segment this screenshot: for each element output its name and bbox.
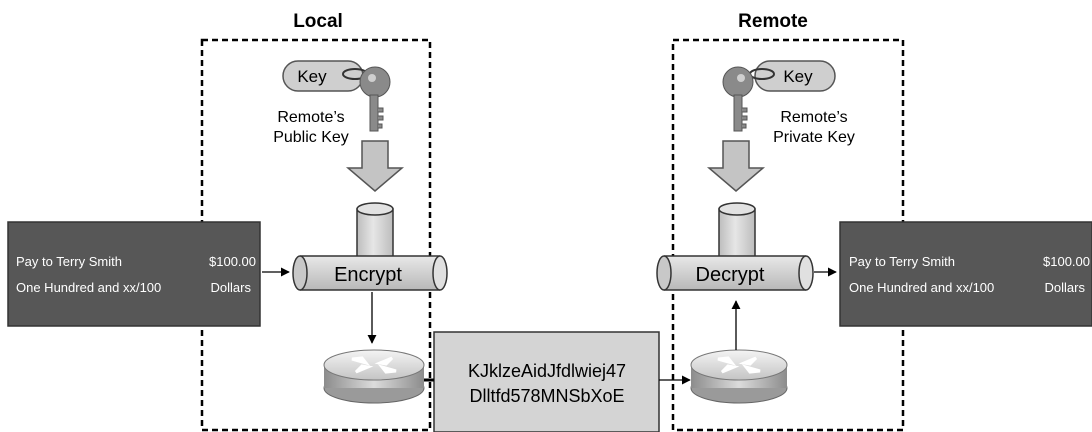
right-check-currency: Dollars [1045,280,1086,295]
decrypt-label: Decrypt [696,264,765,286]
key-head [722,66,754,98]
public-key-caption-line1: Remote’s [277,109,344,126]
remote-key-arrow [706,140,766,192]
left-check-written-amount: One Hundred and xx/100 [16,280,161,295]
right-check-written-amount: One Hundred and xx/100 [849,280,994,295]
local-key-arrow [345,140,405,192]
remote-router-icon [690,349,788,404]
key-shaft [733,94,743,132]
right-check-amount: $100.00 [1043,254,1090,269]
left-check-payee: Pay to Terry Smith [16,254,122,269]
key-tag-label: Key [297,67,327,86]
key-tag-label: Key [783,67,813,86]
ciphertext-line2: Dlltfd578MNSbXoE [469,386,624,406]
encrypt-pipe [292,255,448,291]
right-check [839,221,1092,327]
local-router-icon [323,349,425,404]
ciphertext-line1: KJklzeAidJfdlwiej47 [468,361,626,381]
encrypt-label: Encrypt [334,264,402,286]
private-key-icon: Key [722,60,836,132]
private-key-caption-line1: Remote’s [780,109,847,126]
key-tag [754,60,836,92]
decrypt-cylinder [718,202,756,260]
public-key-icon: Key [282,60,391,132]
left-check-amount: $100.00 [209,254,256,269]
right-check-payee: Pay to Terry Smith [849,254,955,269]
key-hole [737,74,745,82]
remote-section-label: Remote [738,11,808,32]
public-key-caption-line2: Public Key [273,129,349,146]
private-key-caption-line2: Private Key [773,129,855,146]
ciphertext-box [433,331,660,432]
key-head [359,66,391,98]
key-hole [368,74,376,82]
key-teeth [378,107,384,129]
key-teeth [742,107,748,129]
local-section-label: Local [293,11,343,32]
key-shaft [369,94,379,132]
left-check-currency: Dollars [211,280,252,295]
left-check [7,221,261,327]
decrypt-pipe [656,255,814,291]
encrypt-cylinder [356,202,394,260]
